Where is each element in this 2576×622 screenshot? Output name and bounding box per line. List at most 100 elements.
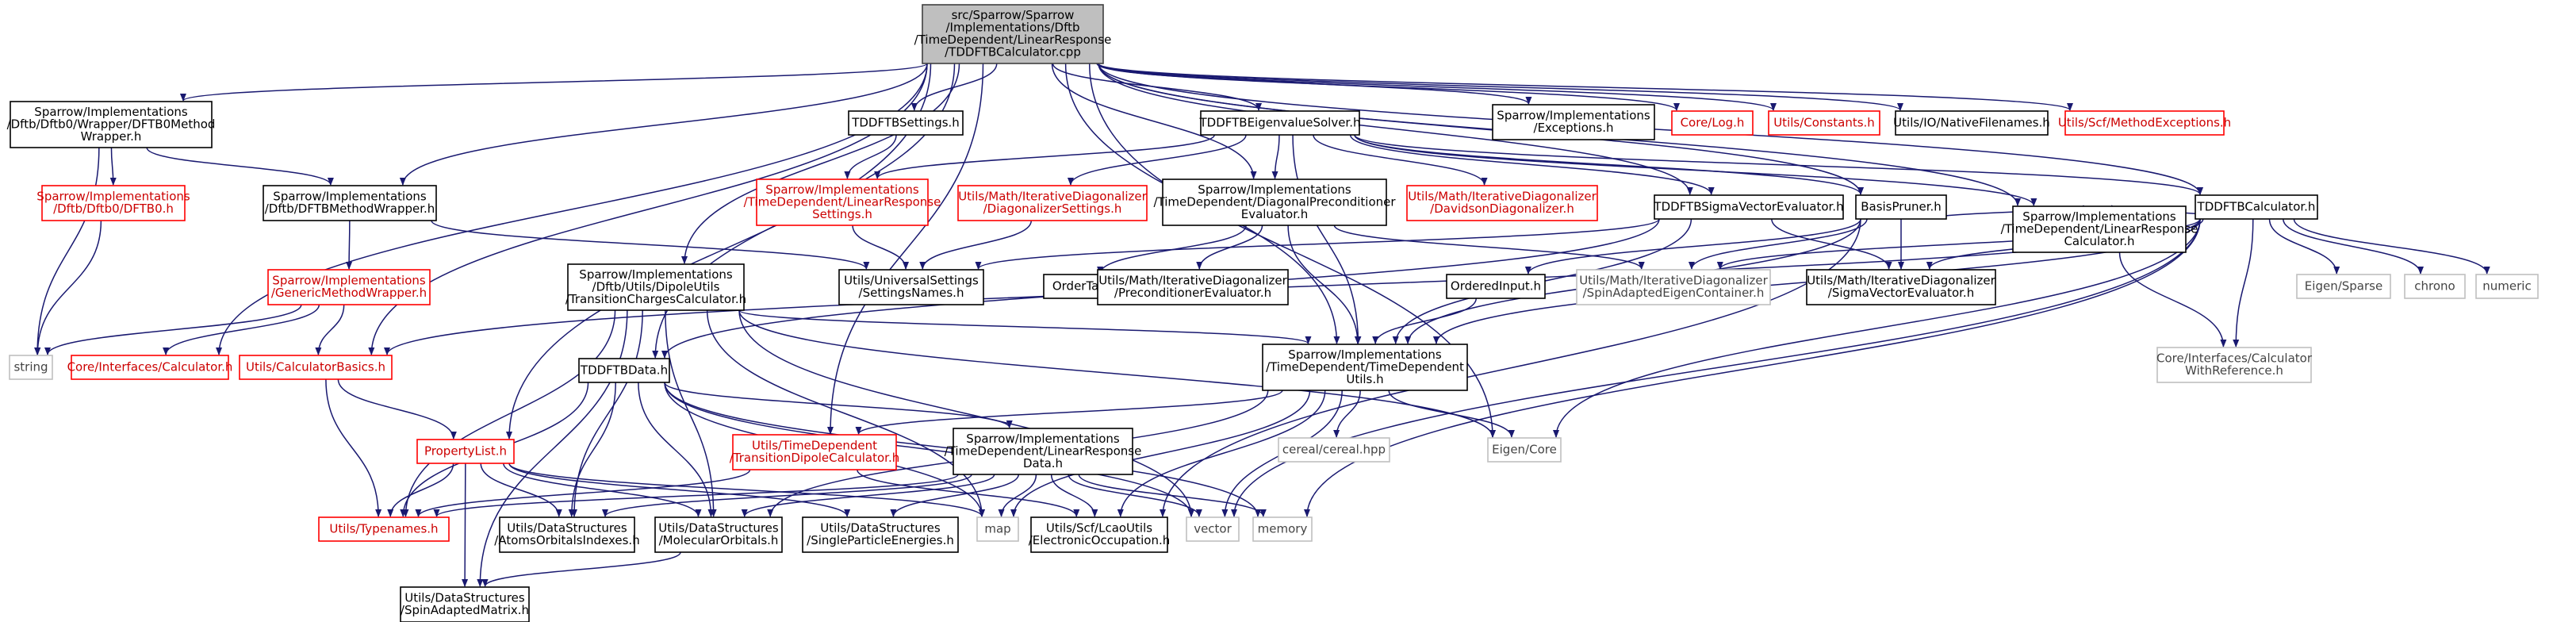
- node-settings[interactable]: TDDFTBSettings.h: [848, 110, 964, 136]
- node-sigmaeval[interactable]: TDDFTBSigmaVectorEvaluator.h: [1653, 194, 1844, 220]
- node-chrono[interactable]: chrono: [2404, 274, 2466, 299]
- node-precondeval[interactable]: Utils/Math/IterativeDiagonalizer/Precond…: [1097, 269, 1289, 305]
- node-label-line: Sparrow/Implementations: [1288, 347, 1442, 362]
- edge-genericwrapper-to-calcbasics: [315, 304, 345, 355]
- node-label-line: Core/Log.h: [1681, 115, 1745, 129]
- node-nativefiles[interactable]: Utils/IO/NativeFilenames.h: [1893, 110, 2050, 136]
- node-label-line: TDDFTBSigmaVectorEvaluator.h: [1653, 199, 1843, 213]
- node-davidson[interactable]: Utils/Math/IterativeDiagonalizer/Davidso…: [1406, 185, 1598, 221]
- node-box: [1895, 110, 2049, 136]
- node-label-line: Utils/DataStructures: [820, 521, 941, 536]
- node-numeric[interactable]: numeric: [2475, 274, 2539, 299]
- node-calcwithref[interactable]: Core/Interfaces/CalculatorWithReference.…: [2156, 347, 2313, 383]
- edge-dipoleutils-to-vector: [738, 309, 1194, 517]
- node-diagprec[interactable]: Sparrow/Implementations/TimeDependent/Di…: [1153, 179, 1396, 226]
- node-dipoleutils[interactable]: Sparrow/Implementations/Dftb/Utils/Dipol…: [565, 263, 746, 311]
- node-sigmavec[interactable]: Utils/Math/IterativeDiagonalizer/SigmaVe…: [1806, 269, 1996, 305]
- node-box: [1576, 269, 1771, 305]
- edge-root-to-dftbmethodwrapper: [399, 63, 928, 186]
- node-cereal[interactable]: cereal/cereal.hpp: [1278, 437, 1390, 463]
- node-atomsorb[interactable]: Utils/DataStructures/AtomsOrbitalsIndexe…: [494, 516, 640, 553]
- node-spineigen[interactable]: Utils/Math/IterativeDiagonalizer/SpinAda…: [1576, 269, 1771, 305]
- node-label-line: vector: [1194, 521, 1232, 536]
- node-calcbasics[interactable]: Utils/CalculatorBasics.h: [239, 355, 393, 380]
- node-label-line: Sparrow/Implementations: [273, 190, 427, 204]
- node-label-line: /Dftb/DFTBMethodWrapper.h: [265, 202, 435, 216]
- node-memory[interactable]: memory: [1252, 516, 1313, 542]
- node-corelog[interactable]: Core/Log.h: [1671, 110, 1754, 136]
- node-elecocc[interactable]: Utils/Scf/LcaoUtils/ElectronicOccupation…: [1029, 516, 1171, 553]
- node-label-line: Settings.h: [812, 207, 872, 221]
- node-box: [802, 516, 959, 553]
- node-label-line: TDDFTBCalculator.h: [2197, 199, 2316, 213]
- node-constants[interactable]: Utils/Constants.h: [1768, 110, 1880, 136]
- node-box: [1252, 516, 1313, 542]
- node-eigensparse[interactable]: Eigen/Sparse: [2296, 274, 2391, 299]
- node-singlepart[interactable]: Utils/DataStructures/SingleParticleEnerg…: [802, 516, 959, 553]
- edge-root-to-sigmaeval: [1098, 63, 1693, 195]
- node-lrdata[interactable]: Sparrow/Implementations/TimeDependent/Li…: [945, 428, 1142, 475]
- node-label-line: Core/Interfaces/Calculator: [2156, 351, 2313, 366]
- node-genericwrapper[interactable]: Sparrow/Implementations/GenericMethodWra…: [267, 269, 431, 305]
- edge-dipoleutils-to-molorb: [665, 309, 717, 517]
- node-root[interactable]: src/Sparrow/Sparrow/Implementations/Dftb…: [914, 4, 1112, 64]
- node-dftb0[interactable]: Sparrow/Implementations/Dftb/Dftb0/DFTB0…: [36, 185, 190, 221]
- node-label-line: Utils/Math/IterativeDiagonalizer: [1408, 190, 1597, 204]
- node-label-line: chrono: [2414, 278, 2455, 293]
- node-calculator[interactable]: Core/Interfaces/Calculator.h: [67, 355, 233, 380]
- node-label-line: /TransitionDipoleCalculator.h: [730, 451, 899, 465]
- node-box: [1487, 437, 1562, 463]
- node-label-line: Sparrow/Implementations: [272, 274, 426, 288]
- node-dftbmethodwrapper[interactable]: Sparrow/Implementations/Dftb/DFTBMethodW…: [263, 185, 437, 221]
- node-label-line: Calculator.h: [2064, 234, 2134, 248]
- node-label-line: Sparrow/Implementations: [1198, 182, 1351, 197]
- node-typenames[interactable]: Utils/Typenames.h: [318, 516, 450, 542]
- edge-basispruner-to-orderedinput: [1524, 218, 1861, 275]
- node-basispruner[interactable]: BasisPruner.h: [1855, 194, 1947, 220]
- node-label-line: /SigmaVectorEvaluator.h: [1828, 286, 1974, 300]
- node-box: [9, 355, 53, 380]
- edge-root-to-methodexc: [1098, 63, 2073, 111]
- node-orderedinput[interactable]: OrderedInput.h: [1446, 274, 1546, 299]
- node-molorb[interactable]: Utils/DataStructures/MolecularOrbitals.h: [654, 516, 783, 553]
- node-string[interactable]: string: [9, 355, 53, 380]
- node-tddftbdata[interactable]: TDDFTBData.h: [578, 358, 670, 383]
- node-transdipole[interactable]: Utils/TimeDependent/TransitionDipoleCalc…: [730, 434, 899, 470]
- node-box: [1162, 179, 1387, 226]
- edge-lrdata-to-elecocc: [1050, 474, 1098, 517]
- node-box: [1654, 194, 1844, 220]
- node-label-line: TDDFTBEigenvalueSolver.h: [1199, 115, 1361, 129]
- edge-tdutils-to-cereal: [1333, 390, 1361, 438]
- node-label-line: /ElectronicOccupation.h: [1029, 533, 1171, 547]
- edge-root-to-transdipole: [827, 63, 984, 435]
- node-diagsettings[interactable]: Utils/Math/IterativeDiagonalizer/Diagona…: [957, 185, 1148, 221]
- node-label-line: /TDDFTBCalculator.cpp: [945, 45, 1081, 60]
- node-eigencore[interactable]: Eigen/Core: [1487, 437, 1562, 463]
- node-exceptions[interactable]: Sparrow/Implementations/Exceptions.h: [1492, 104, 1655, 140]
- node-lrcalc[interactable]: Sparrow/Implementations/TimeDependent/Li…: [2001, 205, 2198, 253]
- node-methodexc[interactable]: Utils/Scf/MethodExceptions.h: [2058, 110, 2231, 136]
- node-propertylist[interactable]: PropertyList.h: [416, 439, 515, 464]
- node-map[interactable]: map: [976, 516, 1019, 542]
- node-label-line: Utils/TimeDependent: [752, 439, 877, 453]
- node-lrsettings[interactable]: Sparrow/Implementations/TimeDependent/Li…: [744, 179, 941, 226]
- node-box: [2404, 274, 2466, 299]
- node-box: [1446, 274, 1546, 299]
- node-label-line: memory: [1258, 521, 1308, 536]
- edge-tddftbdata-to-molorb: [638, 382, 715, 517]
- node-box: [1855, 194, 1947, 220]
- edge-dftb0wrapper-to-dftbmethodwrapper: [146, 147, 334, 186]
- node-tddftbcalc[interactable]: TDDFTBCalculator.h: [2195, 194, 2318, 220]
- node-box: [2296, 274, 2391, 299]
- node-tdutils[interactable]: Sparrow/Implementations/TimeDependent/Ti…: [1262, 344, 1468, 391]
- node-box: [499, 516, 635, 553]
- edge-tdutils-to-elecocc: [1117, 390, 1326, 517]
- node-spinmatrix[interactable]: Utils/DataStructures/SpinAdaptedMatrix.h: [400, 586, 530, 622]
- node-eigensolver[interactable]: TDDFTBEigenvalueSolver.h: [1199, 110, 1361, 136]
- node-vector[interactable]: vector: [1186, 516, 1240, 542]
- node-label-line: Utils/UniversalSettings: [844, 274, 979, 288]
- node-box: [2475, 274, 2539, 299]
- node-dftb0wrapper[interactable]: Sparrow/Implementations/Dftb/Dftb0/Wrapp…: [7, 101, 216, 148]
- edge-settings-to-lrsettings: [844, 134, 897, 179]
- node-univsettings[interactable]: Utils/UniversalSettings/SettingsNames.h: [838, 269, 984, 305]
